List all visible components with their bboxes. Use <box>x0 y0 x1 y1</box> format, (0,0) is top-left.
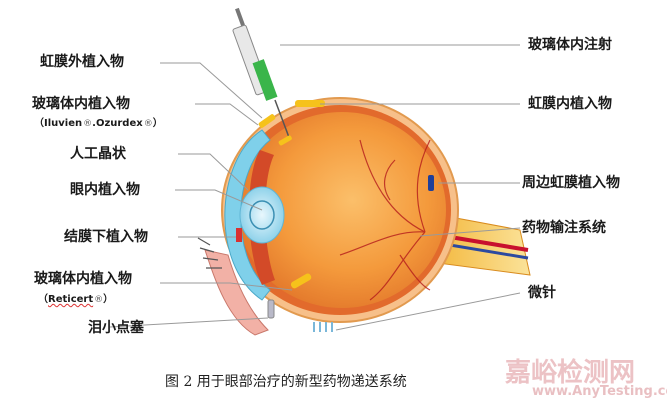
intravitreal-implant-1 <box>278 135 292 146</box>
label-intraocular-implant: 眼内植入物 <box>70 182 140 198</box>
label-vitreous-implant-2-sub: （Reticert®） <box>38 294 114 305</box>
label-punctal-plug: 泪小点塞 <box>88 320 144 336</box>
peripheral-iris-implant <box>428 175 434 191</box>
label-peripheral-iris-implant: 周边虹膜植入物 <box>522 175 620 191</box>
iris-outer-implant <box>258 114 276 128</box>
lens <box>239 186 285 244</box>
figure-caption: 图 2 用于眼部治疗的新型药物递送系统 <box>165 374 407 390</box>
watermark-url: www.AnyTesting.com <box>532 384 667 399</box>
syringe <box>232 7 291 141</box>
product-reticert: Reticert <box>48 294 94 305</box>
lens-implant <box>249 200 275 230</box>
label-iris-outer-implant: 虹膜外植入物 <box>40 54 124 70</box>
microneedles <box>313 322 333 332</box>
registered-mark-1: ® <box>83 119 93 129</box>
subconjunctival-implant <box>236 228 242 242</box>
watermark-logo-text: 嘉峪检测网 <box>505 358 636 388</box>
label-drug-infusion-system: 药物输注系统 <box>522 220 606 236</box>
retinal-vessels <box>339 139 431 301</box>
label-iris-inner-implant: 虹膜内植入物 <box>528 96 612 112</box>
eyelashes <box>197 237 222 269</box>
leader-lines <box>109 44 521 331</box>
lower-eyelid <box>204 249 269 336</box>
label-intravitreal-injection: 玻璃体内注射 <box>528 37 612 53</box>
registered-mark-3: ® <box>94 295 104 305</box>
label-subconjunctival-implant: 结膜下植入物 <box>64 229 148 245</box>
punctal-plug <box>267 299 275 319</box>
registered-mark-2: ® <box>143 119 153 129</box>
label-microneedle: 微针 <box>528 285 556 301</box>
label-vitreous-implant-1-sub: （Iluvien®.Ozurdex®） <box>34 118 163 129</box>
iris-inner-implant <box>295 100 325 107</box>
product-ozurdex: Ozurdex <box>95 118 143 129</box>
label-vitreous-implant-1: 玻璃体内植入物 <box>32 96 130 112</box>
label-artificial-lens: 人工晶状 <box>70 146 126 162</box>
cornea <box>224 129 271 301</box>
intravitreal-implant-2 <box>290 273 312 289</box>
product-iluvien: Iluvien <box>44 118 83 129</box>
label-vitreous-implant-2: 玻璃体内植入物 <box>34 271 132 287</box>
